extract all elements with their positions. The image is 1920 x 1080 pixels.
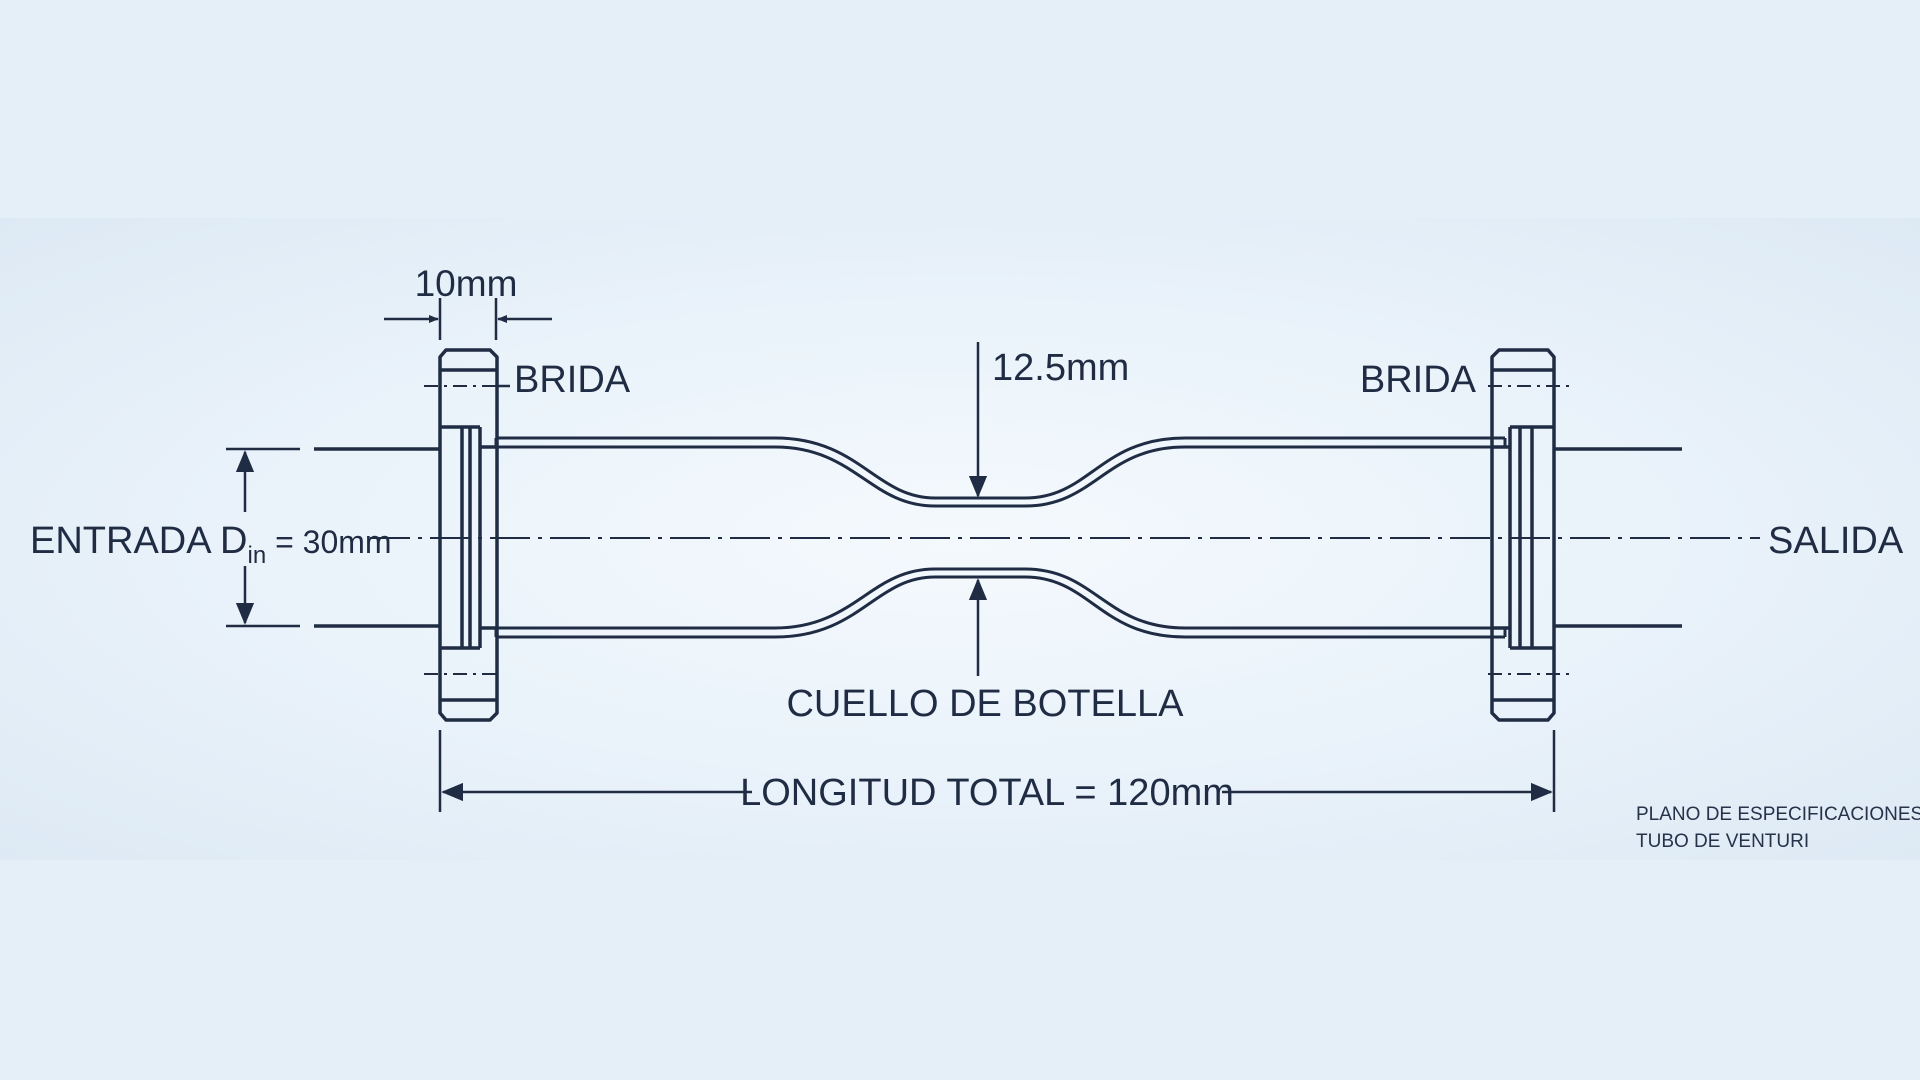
inlet-pipe xyxy=(314,447,440,628)
title-block-line-2: TUBO DE VENTURI xyxy=(1636,831,1809,852)
title-block-line-1: PLANO DE ESPECIFICACIONES: xyxy=(1636,804,1920,825)
flange-width-dimension xyxy=(384,298,552,340)
inlet-label-subscript: in xyxy=(247,542,266,569)
body-top-inner-wall xyxy=(496,445,1505,508)
inlet-label-prefix: ENTRADA D xyxy=(30,520,247,562)
total-length-dimension xyxy=(438,730,1556,812)
total-length-label: LONGITUD TOTAL = 120mm xyxy=(740,772,1234,814)
body-bottom-inner-wall xyxy=(496,567,1505,630)
body-bottom-outer-wall xyxy=(496,575,1505,639)
inlet-label-value: = 30mm xyxy=(266,524,391,560)
right-flange xyxy=(1488,348,1572,722)
left-flange xyxy=(424,348,500,722)
inlet-label: ENTRADA Din = 30mm xyxy=(30,520,392,569)
brida-left-label: BRIDA xyxy=(514,359,631,401)
throat-label: CUELLO DE BOTELLA xyxy=(786,683,1184,725)
outlet-pipe xyxy=(1554,447,1682,628)
throat-diameter-label: 12.5mm xyxy=(992,347,1129,389)
outlet-label: SALIDA xyxy=(1768,520,1904,562)
flange-width-label: 10mm xyxy=(415,263,518,304)
inlet-diameter-dimension xyxy=(226,447,300,628)
body-top-outer-wall xyxy=(496,436,1505,500)
brida-right-label: BRIDA xyxy=(1360,359,1477,401)
